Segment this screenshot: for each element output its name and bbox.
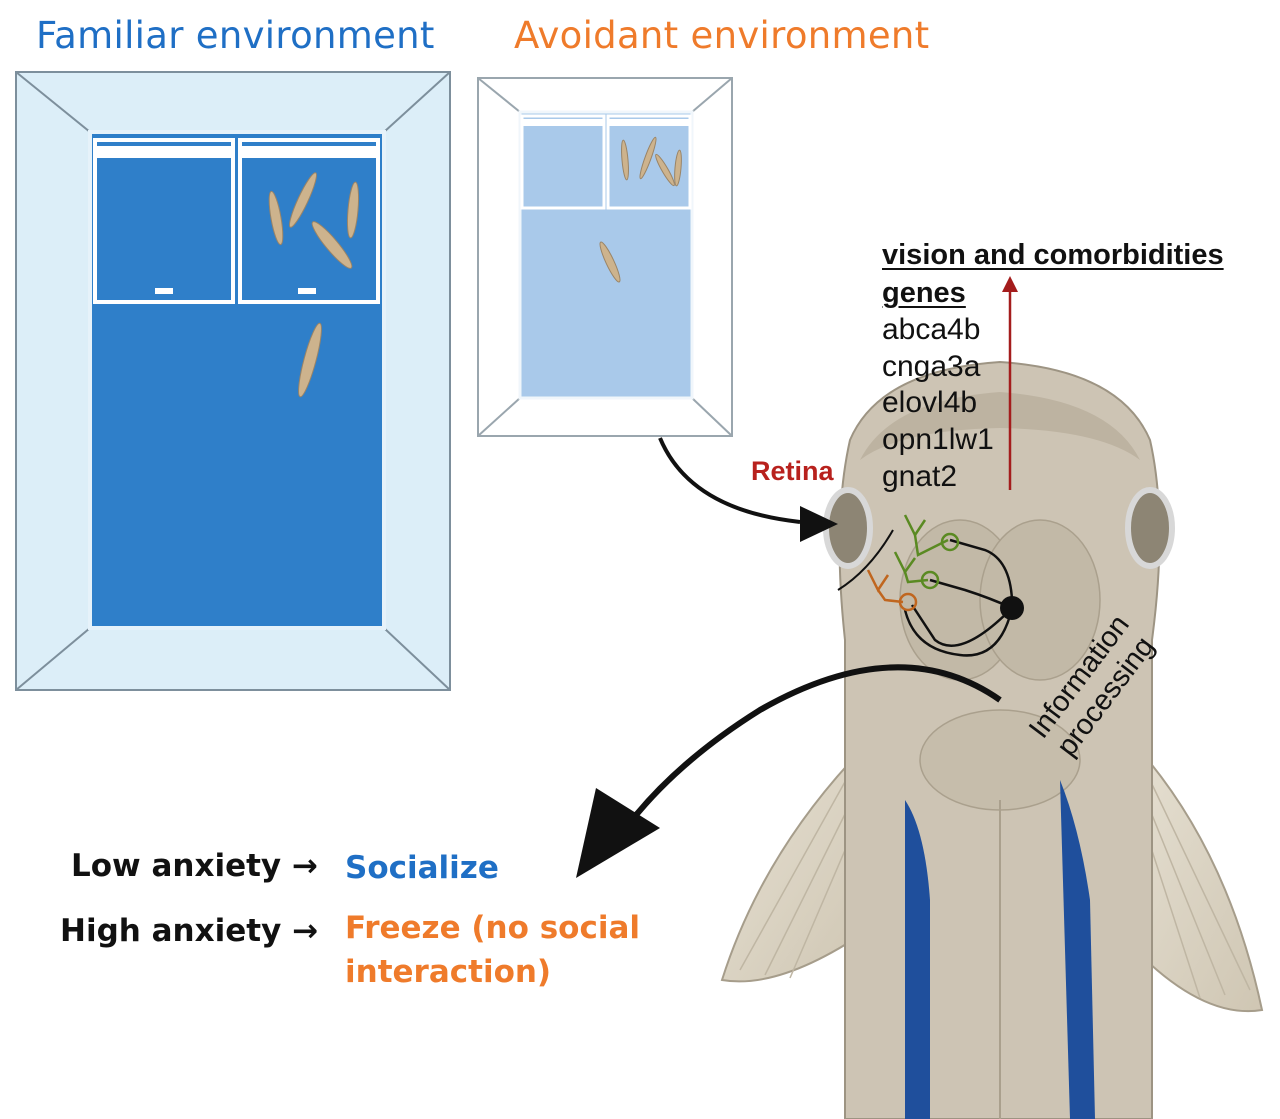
genes-header-line1: vision and comorbidities <box>882 239 1224 271</box>
genes-header: vision and comorbidities genes <box>882 236 1272 312</box>
freeze-outcome: Freeze (no social interaction) <box>345 906 640 994</box>
socialize-outcome: Socialize <box>345 850 499 886</box>
gene-item: elovl4b <box>882 386 978 419</box>
genes-header-line2: genes <box>882 277 966 309</box>
retina-label: Retina <box>751 456 834 486</box>
high-anxiety-label: High anxiety → <box>60 913 319 949</box>
tank-to-retina-arrowhead <box>800 506 838 542</box>
gene-item: opn1lw1 <box>882 423 994 456</box>
freeze-outcome-line2: interaction) <box>345 954 552 990</box>
processing-to-behavior-arrow <box>629 664 1002 822</box>
avoidant-tank <box>477 77 733 437</box>
processing-to-behavior-arrowhead <box>576 788 660 878</box>
gene-item: gnat2 <box>882 460 958 493</box>
gene-item: abca4b <box>882 313 981 346</box>
zebrafish-top-view <box>720 276 1264 1119</box>
gene-item: cnga3a <box>882 350 981 383</box>
low-anxiety-label: Low anxiety → <box>71 848 318 884</box>
tank-to-retina-arrow <box>658 437 801 524</box>
familiar-tank <box>15 71 451 691</box>
familiar-environment-title: Familiar environment <box>36 14 435 57</box>
avoidant-environment-title: Avoidant environment <box>514 14 930 57</box>
freeze-outcome-line1: Freeze (no social <box>345 910 641 946</box>
